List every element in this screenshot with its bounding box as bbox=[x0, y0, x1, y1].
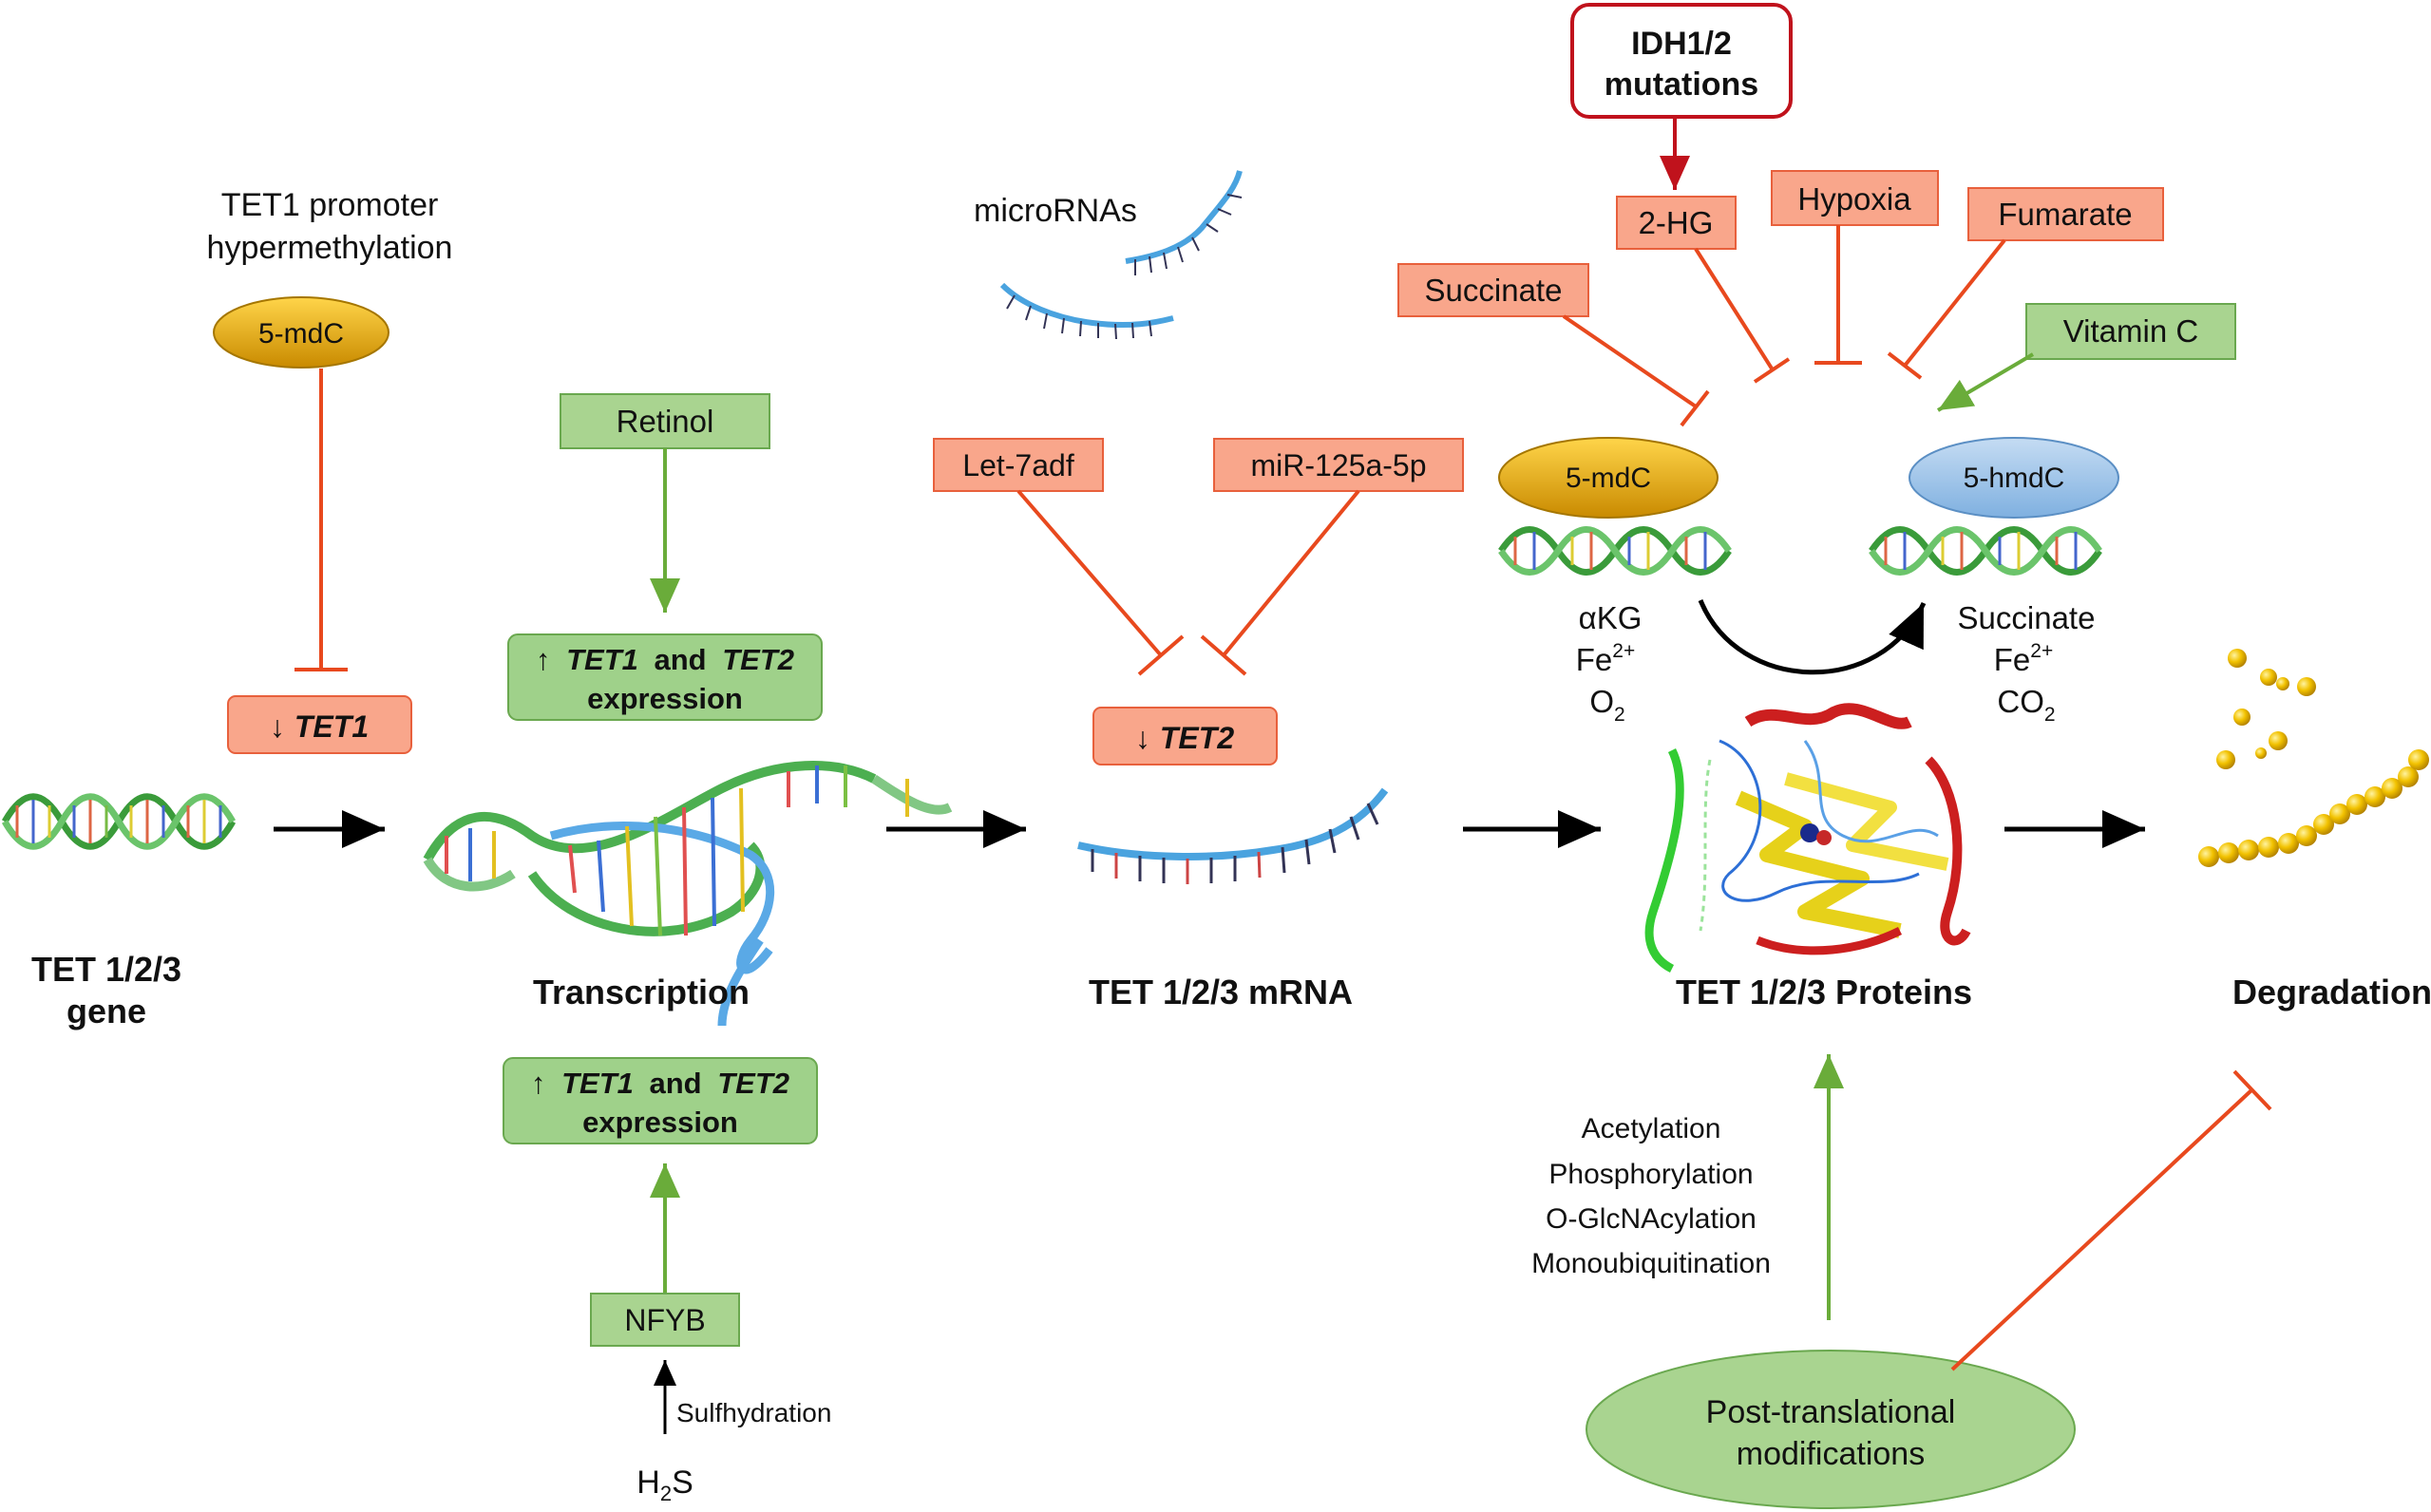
fe-left-label: Fe2+ bbox=[1576, 640, 1635, 677]
microrna-strand-icon-2 bbox=[999, 282, 1174, 340]
ptm-item-1: Acetylation bbox=[1582, 1113, 1721, 1144]
ptm-item-3: O-GlcNAcylation bbox=[1546, 1203, 1757, 1235]
inhibit-bar-succinate bbox=[1680, 389, 1710, 427]
hmdc-oval: 5-hmdC bbox=[1909, 437, 2119, 519]
retinol-box: Retinol bbox=[560, 393, 770, 449]
gene-label-line2: gene bbox=[66, 992, 146, 1030]
micrornas-label: microRNAs bbox=[974, 193, 1137, 229]
mir125a-box: miR-125a-5p bbox=[1213, 438, 1464, 492]
dna-helix-gene-icon bbox=[1, 793, 237, 850]
ptm-oval: Post-translational modifications bbox=[1586, 1350, 2076, 1509]
svg-text:Let-7adf: Let-7adf bbox=[962, 448, 1074, 482]
dna-helix-hydroxymethylated-icon bbox=[1869, 526, 2102, 576]
svg-text:Vitamin C: Vitamin C bbox=[2063, 313, 2198, 349]
promoter-label-line2: hypermethylation bbox=[207, 230, 453, 266]
tet-protein-structure-icon bbox=[1644, 703, 1971, 973]
h2s-label: H2S bbox=[636, 1465, 693, 1505]
idh-mutations-box: IDH1/2 mutations bbox=[1570, 3, 1793, 119]
microrna-strand-icon-1 bbox=[1125, 170, 1243, 275]
svg-text:NFYB: NFYB bbox=[624, 1303, 705, 1337]
dna-helix-methylated-icon bbox=[1498, 526, 1732, 576]
svg-text:↓TET1: ↓TET1 bbox=[270, 709, 369, 744]
gene-label-line1: TET 1/2/3 bbox=[31, 950, 181, 989]
two-hg-box: 2-HG bbox=[1616, 196, 1737, 250]
transcription-label: Transcription bbox=[533, 973, 750, 1011]
promoter-label-line1: TET1 promoter bbox=[221, 187, 439, 223]
vitamin-c-box: Vitamin C bbox=[2025, 303, 2236, 360]
svg-text:expression: expression bbox=[582, 1106, 738, 1139]
svg-text:miR-125a-5p: miR-125a-5p bbox=[1251, 448, 1427, 482]
mdc-oval-gene: 5-mdC bbox=[213, 296, 389, 369]
inhibit-bar-degradation bbox=[2232, 1069, 2272, 1111]
tet-expression-box-top: ↑ TET1 and TET2 expression bbox=[507, 633, 823, 721]
succinate-product-label: Succinate bbox=[1958, 600, 2096, 635]
co2-label: CO2 bbox=[1997, 684, 2055, 726]
svg-text:5-hmdC: 5-hmdC bbox=[1964, 463, 2065, 494]
hypoxia-box: Hypoxia bbox=[1771, 170, 1939, 226]
inhibit-bar-let7 bbox=[1137, 634, 1185, 676]
svg-text:↑ TET1 and T: ↑ TET1 and TET2 bbox=[536, 643, 794, 676]
o2-label: O2 bbox=[1589, 684, 1624, 726]
svg-text:Post-translational: Post-translational bbox=[1706, 1394, 1956, 1430]
inhibit-line-succinate bbox=[1562, 314, 1698, 408]
inhibit-bar-2hg bbox=[1753, 357, 1791, 384]
svg-text:Retinol: Retinol bbox=[617, 404, 714, 439]
ptm-item-4: Monoubiquitination bbox=[1531, 1248, 1771, 1279]
proteins-label: TET 1/2/3 Proteins bbox=[1676, 973, 1972, 1011]
mrna-label: TET 1/2/3 mRNA bbox=[1089, 973, 1353, 1011]
svg-text:↑ TET1 and T: ↑ TET1 and TET2 bbox=[531, 1067, 789, 1100]
tet-expression-box-bottom: ↑ TET1 and TET2 expression bbox=[503, 1057, 818, 1144]
let7adf-box: Let-7adf bbox=[933, 438, 1104, 492]
transcription-bubble-icon bbox=[423, 761, 953, 1027]
inhibit-line-2hg bbox=[1694, 247, 1774, 370]
inhibit-line-fumarate bbox=[1903, 238, 2006, 368]
svg-text:Hypoxia: Hypoxia bbox=[1797, 181, 1911, 217]
inhibit-line-mir125 bbox=[1222, 489, 1360, 657]
svg-text:mutations: mutations bbox=[1605, 66, 1758, 103]
svg-text:Fumarate: Fumarate bbox=[1998, 197, 2132, 232]
inhibit-line-ptm-degradation bbox=[1950, 1088, 2253, 1371]
fumarate-box: Fumarate bbox=[1967, 187, 2164, 241]
nfyb-box: NFYB bbox=[590, 1293, 740, 1347]
degradation-label: Degradation bbox=[2232, 973, 2431, 1011]
down-tet1-box: ↓TET1 bbox=[227, 695, 412, 754]
ptm-item-2: Phosphorylation bbox=[1548, 1159, 1753, 1190]
svg-text:Succinate: Succinate bbox=[1425, 273, 1563, 308]
sulfhydration-label: Sulfhydration bbox=[676, 1398, 831, 1427]
mdc-oval-protein: 5-mdC bbox=[1498, 437, 1719, 519]
svg-text:5-mdC: 5-mdC bbox=[258, 318, 344, 350]
svg-text:IDH1/2: IDH1/2 bbox=[1631, 26, 1732, 62]
akg-label: αKG bbox=[1579, 600, 1643, 635]
inhibit-bar-mir125 bbox=[1200, 634, 1247, 676]
down-tet2-box: ↓TET2 bbox=[1092, 707, 1278, 765]
conversion-arc-arrow bbox=[1698, 599, 1927, 675]
svg-text:2-HG: 2-HG bbox=[1639, 205, 1714, 240]
svg-text:modifications: modifications bbox=[1737, 1436, 1925, 1472]
svg-text:expression: expression bbox=[587, 682, 743, 715]
fe-right-label: Fe2+ bbox=[1994, 640, 2053, 677]
succinate-box: Succinate bbox=[1397, 263, 1589, 317]
svg-text:↓TET2: ↓TET2 bbox=[1135, 721, 1234, 755]
inhibit-bar-fumarate bbox=[1887, 351, 1923, 380]
svg-text:5-mdC: 5-mdC bbox=[1566, 463, 1651, 494]
inhibit-line-let7 bbox=[1016, 489, 1163, 657]
mrna-strand-icon bbox=[1077, 787, 1389, 884]
activate-arrow-vitamin-c bbox=[1936, 352, 2035, 412]
degradation-beads-icon bbox=[2198, 649, 2429, 867]
